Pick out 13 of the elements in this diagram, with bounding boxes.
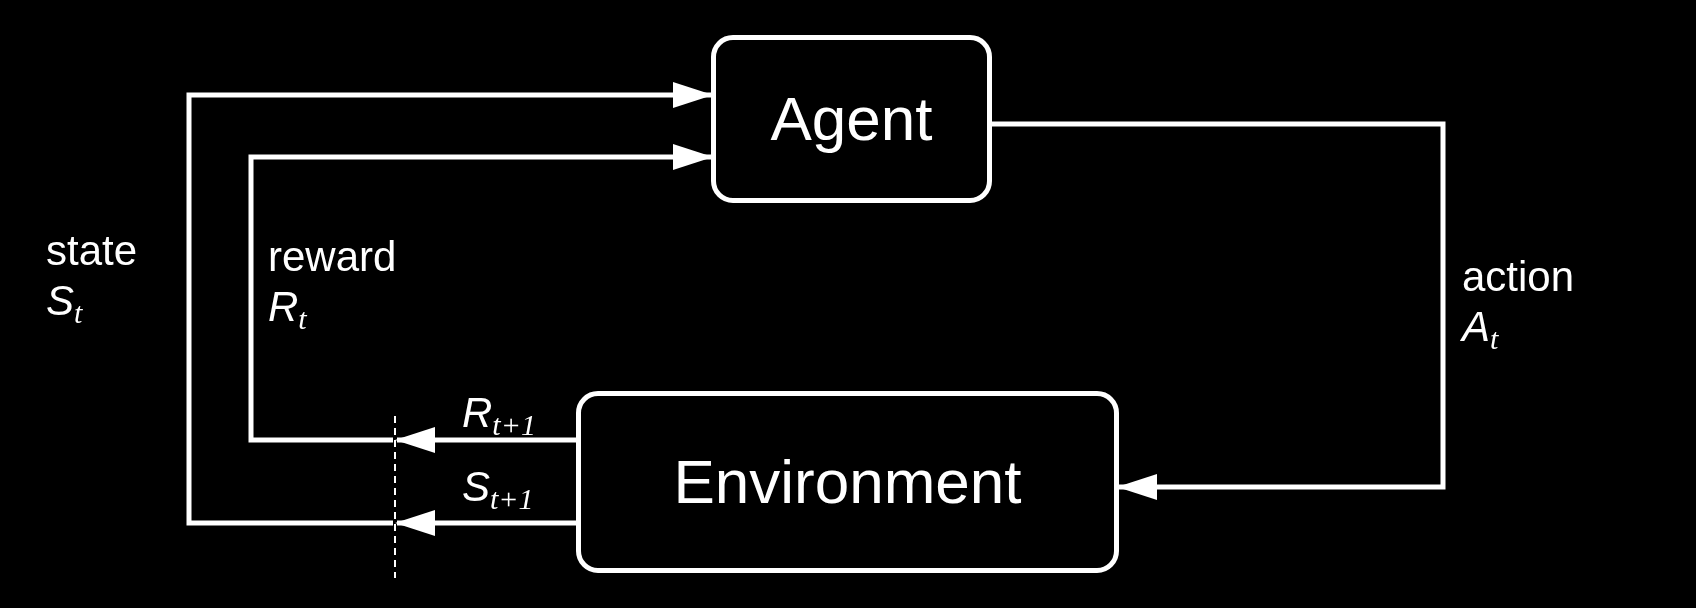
rounded-box [576, 391, 1119, 573]
arrow [395, 510, 576, 536]
edge-label: R$_{t+1}$ [462, 388, 537, 439]
rounded-box [711, 35, 992, 203]
arrow [992, 121, 1446, 500]
node-label: Environment [673, 451, 1022, 513]
arrow [395, 427, 576, 453]
edge-label: action A$_{t}$ [1462, 252, 1576, 353]
edge-label: S$_{t+1}$ [462, 462, 535, 513]
edge-label: reward R$_{t}$ [268, 232, 398, 333]
arrow [186, 82, 713, 526]
edge-label: state S$_{t}$ [46, 226, 139, 327]
arrow [248, 144, 713, 443]
